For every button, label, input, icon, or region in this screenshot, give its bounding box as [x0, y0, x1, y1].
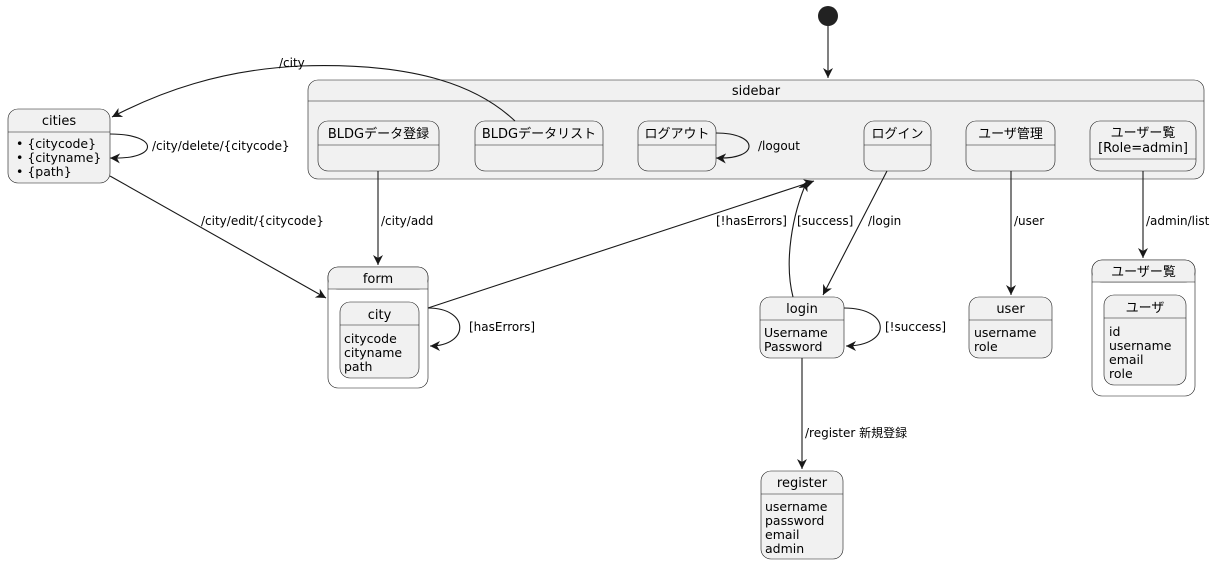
cities-field-3: • {path} — [16, 164, 72, 179]
form-title: form — [363, 272, 393, 287]
login-field-1: Username — [764, 325, 828, 340]
label-success: [success] — [797, 214, 853, 228]
edge-not-success — [843, 307, 881, 351]
city-title: city — [368, 308, 392, 323]
state-user-list-item: ユーザー覧 [Role=admin] — [1089, 120, 1197, 172]
user-field-2: role — [974, 339, 998, 354]
register-title: register — [777, 476, 828, 491]
city-field-1: citycode — [344, 331, 397, 346]
label-city-delete: /city/delete/{citycode} — [152, 139, 290, 153]
login-item-title: ログイン — [871, 127, 923, 142]
edge-city-delete — [109, 133, 149, 164]
label-has-errors: [hasErrors] — [469, 320, 535, 334]
user-entity-field-2: username — [1109, 338, 1172, 353]
edge-has-errors — [427, 307, 461, 351]
edge-not-has-errors — [427, 179, 815, 309]
cities-field-2: • {cityname} — [16, 150, 101, 165]
register-field-3: email — [765, 527, 799, 542]
user-list-title: ユーザー覧 — [1111, 264, 1176, 280]
user-entity-title: ユーザ — [1126, 301, 1165, 316]
user-entity-field-1: id — [1109, 324, 1120, 339]
state-register: register username password email admin — [760, 470, 844, 560]
sidebar-title: sidebar — [732, 84, 781, 99]
label-logout: /logout — [758, 139, 800, 153]
state-bldg-list: BLDGデータリスト — [474, 120, 604, 172]
register-field-2: password — [765, 513, 824, 528]
city-field-2: cityname — [344, 345, 402, 360]
state-user-admin: ユーザ管理 — [965, 120, 1056, 172]
user-admin-title: ユーザ管理 — [978, 127, 1043, 142]
label-city: /city — [279, 56, 305, 70]
edge-city-edit — [109, 175, 327, 299]
user-entity-field-3: email — [1109, 352, 1143, 367]
cities-field-1: • {citycode} — [16, 136, 96, 151]
state-login-item: ログイン — [863, 120, 932, 172]
user-entity-field-4: role — [1109, 366, 1133, 381]
label-login: /login — [868, 214, 901, 228]
bldg-list-title: BLDGデータリスト — [482, 126, 596, 142]
bldg-register-title: BLDGデータ登録 — [328, 126, 429, 142]
state-cities: cities • {citycode} • {cityname} • {path… — [7, 108, 111, 184]
user-title: user — [996, 302, 1025, 317]
state-sidebar: sidebar — [307, 79, 1205, 180]
edge-login — [822, 170, 888, 296]
label-not-success: [!success] — [885, 320, 946, 334]
state-user: user username role — [968, 296, 1053, 359]
state-logout: ログアウト — [637, 120, 717, 172]
login-field-2: Password — [764, 339, 822, 354]
state-city: city citycode cityname path — [339, 301, 420, 379]
edge-success — [788, 180, 808, 298]
edge-logout — [715, 132, 750, 164]
label-city-edit: /city/edit/{citycode} — [201, 214, 324, 228]
edge-city — [111, 65, 516, 122]
cities-title: cities — [42, 114, 76, 129]
label-admin-list: /admin/list — [1146, 214, 1210, 228]
city-field-3: path — [344, 359, 372, 374]
label-register: /register 新規登録 — [805, 425, 907, 440]
register-field-4: admin — [765, 541, 804, 556]
label-not-has-errors: [!hasErrors] — [716, 214, 787, 228]
label-city-add: /city/add — [381, 214, 433, 228]
state-user-entity: ユーザ id username email role — [1103, 294, 1187, 386]
initial-state — [818, 6, 838, 26]
user-list-item-guard: [Role=admin] — [1098, 141, 1188, 156]
register-field-1: username — [765, 499, 828, 514]
user-field-1: username — [974, 325, 1037, 340]
login-title: login — [786, 302, 818, 317]
logout-title: ログアウト — [644, 127, 709, 142]
label-user: /user — [1014, 214, 1044, 228]
state-bldg-register: BLDGデータ登録 — [317, 120, 440, 172]
user-list-item-title: ユーザー覧 — [1111, 125, 1176, 141]
state-login: login Username Password — [759, 296, 845, 359]
